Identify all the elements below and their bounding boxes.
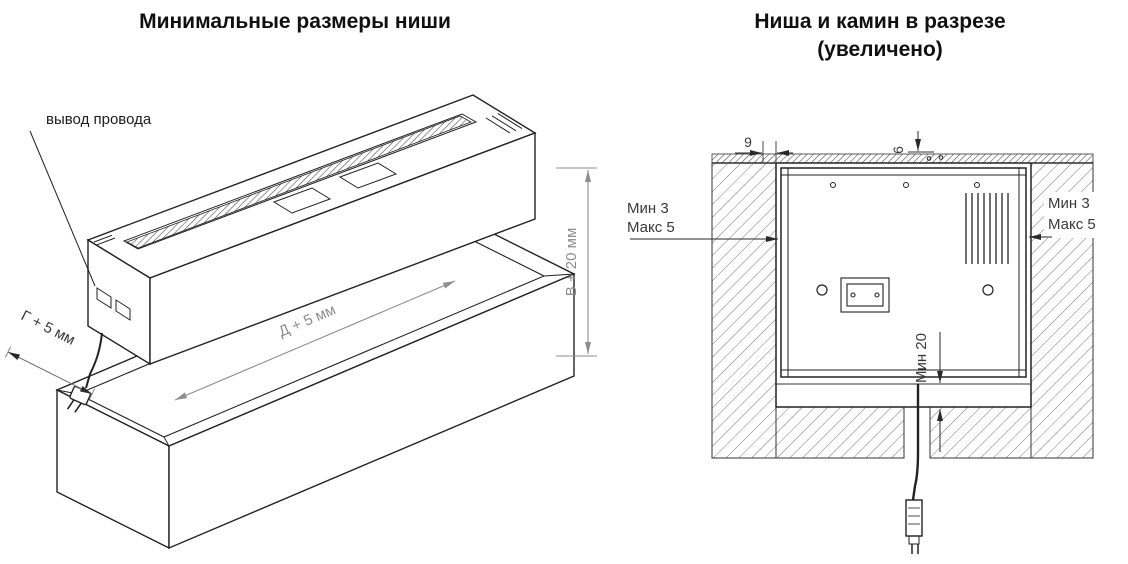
dim-top-gap: 6 xyxy=(890,131,934,154)
cord-wire-section xyxy=(911,384,920,501)
wall-hatch-bottom-right xyxy=(929,406,1032,459)
dim-top-offset: 9 xyxy=(735,134,793,162)
dim-top-offset-label: 9 xyxy=(744,134,752,150)
fireplace-section xyxy=(776,167,1031,385)
right-panel-title-line2: (увеличено) xyxy=(817,38,943,62)
dim-bottom-gap-label: Мин 20 xyxy=(913,333,930,383)
burner-slot xyxy=(126,115,472,249)
countertop xyxy=(711,153,1094,164)
vent-grille xyxy=(965,193,1009,264)
screw-hole-3 xyxy=(974,182,980,188)
dim-left-gap-min-label: Мин 3 xyxy=(627,200,669,217)
countertop-screw-1 xyxy=(926,156,932,161)
dim-right-gap-max-label: Макс 5 xyxy=(1048,216,1096,233)
junction-box xyxy=(840,277,890,313)
wire-output-callout: вывод провода xyxy=(29,111,152,287)
plug-section xyxy=(905,499,923,554)
dim-height-label: В + 20 мм xyxy=(563,228,580,297)
side-vents xyxy=(96,287,131,321)
wall-hatch-bottom-left xyxy=(775,406,905,459)
right-panel-title: Ниша и камин в разрезе (увеличено) xyxy=(700,8,1060,65)
right-panel-title-line1: Ниша и камин в разрезе xyxy=(754,10,1006,33)
top-vent-grille-left xyxy=(93,234,116,246)
dim-left-gap-max-label: Макс 5 xyxy=(627,219,675,236)
dim-bottom-gap: Мин 20 xyxy=(913,332,943,452)
fireplace-front-face xyxy=(149,131,536,366)
wire-output-label: вывод провода xyxy=(46,111,152,128)
dim-height: В + 20 мм xyxy=(556,167,597,357)
dim-right-gap: Мин 3 Макс 5 xyxy=(1029,192,1100,240)
mount-hole-left xyxy=(816,284,828,296)
isometric-view: Д + 5 мм xyxy=(4,94,597,550)
dim-top-gap-label: 6 xyxy=(890,146,906,154)
mount-hole-right xyxy=(982,284,994,296)
fireplace-unit xyxy=(86,94,537,366)
dim-right-gap-min-label: Мин 3 xyxy=(1048,195,1090,212)
dim-left-gap: Мин 3 Макс 5 xyxy=(627,200,778,242)
wall-hatch-left xyxy=(711,162,777,459)
section-view: 9 6 Мин 3 Макс 5 Мин 3 Макс 5 xyxy=(627,131,1100,554)
screw-hole-1 xyxy=(830,182,836,188)
left-panel-title: Минимальные размеры ниши xyxy=(139,10,451,33)
top-cover-1 xyxy=(272,187,332,214)
dim-depth-label: Г + 5 мм xyxy=(18,307,78,349)
top-vent-grille-right xyxy=(485,113,523,134)
cord-channel xyxy=(903,407,931,458)
screw-hole-2 xyxy=(903,182,909,188)
power-cord-section xyxy=(905,384,923,554)
top-cover-2 xyxy=(338,162,398,189)
countertop-screw-2 xyxy=(938,155,944,160)
